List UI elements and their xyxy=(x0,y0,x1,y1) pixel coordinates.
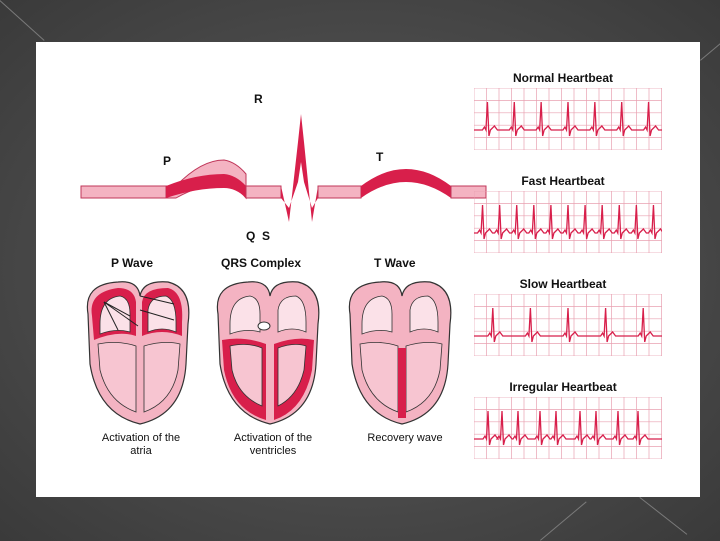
s-label: S xyxy=(262,229,271,243)
caption-line: Activation of the xyxy=(233,432,313,444)
heart-caption-qrs: Activation of the ventricles xyxy=(208,432,338,458)
decorative-line xyxy=(700,40,720,61)
grid xyxy=(474,88,662,150)
grid xyxy=(474,191,662,253)
strip-title-normal: Normal Heartbeat xyxy=(512,71,614,85)
grid xyxy=(474,294,662,356)
heart-title-t: T Wave xyxy=(374,256,416,270)
heart-p-wave xyxy=(86,281,190,425)
heart-caption-t: Recovery wave xyxy=(340,432,470,445)
ecg-trace xyxy=(474,101,662,137)
strip-title-slow: Slow Heartbeat xyxy=(519,277,607,291)
q-label: Q xyxy=(246,229,256,243)
strip-normal xyxy=(474,88,662,150)
strip-title-fast: Fast Heartbeat xyxy=(521,174,605,188)
strip-fast xyxy=(474,191,662,253)
strip-title-irregular: Irregular Heartbeat xyxy=(509,380,617,394)
strip-irregular xyxy=(474,397,662,459)
ecg-trace xyxy=(474,410,662,446)
t-label: T xyxy=(376,150,384,164)
caption-line: Recovery wave xyxy=(367,432,443,444)
caption-line: ventricles xyxy=(249,445,297,457)
strip-slow xyxy=(474,294,662,356)
r-label: R xyxy=(254,92,263,106)
heart-caption-p: Activation of the atria xyxy=(76,432,206,458)
heart-t-wave xyxy=(348,281,452,425)
caption-line: Activation of the xyxy=(101,432,181,444)
decorative-line xyxy=(639,497,688,535)
decorative-line xyxy=(0,0,45,41)
ecg-trace xyxy=(474,204,662,240)
decorative-line xyxy=(540,501,587,541)
p-label: P xyxy=(163,154,172,168)
caption-line: atria xyxy=(130,445,152,457)
ecg-waveform xyxy=(80,114,487,222)
heart-title-p: P Wave xyxy=(111,256,154,270)
heart-qrs-complex xyxy=(216,281,320,425)
ecg-trace xyxy=(474,307,662,343)
heart-title-qrs: QRS Complex xyxy=(221,256,302,270)
slide: P R Q S T P Wave QRS Complex T Wave Acti… xyxy=(36,42,700,497)
